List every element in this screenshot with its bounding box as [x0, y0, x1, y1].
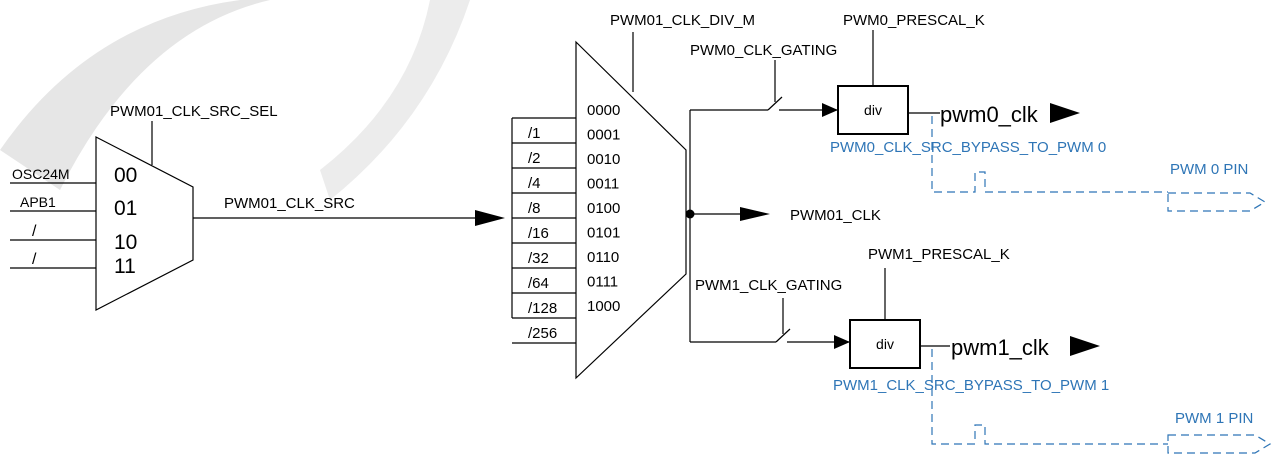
- divider-code: 0100: [587, 200, 620, 217]
- divider-ratio: /1: [528, 125, 541, 142]
- channel0-div-label: div: [864, 102, 882, 118]
- divider-ratio: /8: [528, 200, 541, 217]
- channel1-out-arrow: [1070, 336, 1100, 356]
- divider-code: 0110: [587, 249, 619, 266]
- divider-code: 0001: [587, 127, 620, 144]
- divider-code: 1000: [587, 298, 620, 315]
- channel0-out-label: pwm0_clk: [940, 102, 1039, 127]
- divider-ratio: /32: [528, 250, 549, 267]
- divider-ratio-list: /1/2/4/8/16/32/64/128/256: [512, 117, 576, 344]
- divider-output-label: PWM01_CLK: [790, 207, 881, 224]
- channel0-gate-switch: [767, 96, 783, 111]
- channel0-gating-label: PWM0_CLK_GATING: [690, 42, 837, 59]
- channel1-pin-label: PWM 1 PIN: [1175, 410, 1253, 427]
- source-input-name: OSC24M: [12, 166, 70, 182]
- channel-1: PWM1_CLK_GATING div PWM1_PRESCAL_K pwm1_…: [690, 246, 1272, 454]
- channel1-gate-arrow: [834, 335, 850, 349]
- source-input-name: /: [32, 251, 37, 268]
- channel0-prescal-label: PWM0_PRESCAL_K: [843, 12, 985, 29]
- channel0-div-block: [837, 85, 909, 135]
- divider-code-list: 0000 0001 0010 0011 0100 0101 0110 0111 1000: [587, 102, 620, 315]
- divider-mux-body: [575, 40, 687, 380]
- channel1-prescal-label: PWM1_PRESCAL_K: [868, 246, 1010, 263]
- divider-code: 0000: [587, 102, 620, 119]
- divider-output-arrow: [740, 207, 770, 221]
- divider-ratio: /128: [528, 300, 557, 317]
- channel-0: PWM0_CLK_GATING div PWM0_PRESCAL_K pwm0_…: [690, 12, 1267, 212]
- divider-code: 0111: [587, 274, 618, 291]
- source-output-arrow: [475, 210, 505, 226]
- divider-code: 0101: [587, 225, 620, 242]
- channel0-out-arrow: [1050, 103, 1080, 123]
- divider-code: 0010: [587, 151, 620, 168]
- watermark-shape: [0, 0, 270, 190]
- channel0-pin-shape: [1167, 192, 1267, 212]
- channel0-bypass-path: [931, 116, 1168, 193]
- source-input-code: 00: [114, 164, 137, 187]
- channel1-out-label: pwm1_clk: [951, 335, 1050, 360]
- source-input-code: 11: [114, 255, 136, 278]
- source-output-label: PWM01_CLK_SRC: [224, 195, 355, 212]
- source-input-code: 01: [114, 197, 137, 220]
- divider-ratio: /64: [528, 275, 549, 292]
- channel1-div-label: div: [876, 336, 894, 352]
- divider-ratio: /2: [528, 150, 541, 167]
- source-input-name: APB1: [20, 194, 56, 210]
- divider-ratio: /4: [528, 175, 541, 192]
- channel0-bypass-label: PWM0_CLK_SRC_BYPASS_TO_PWM 0: [830, 139, 1106, 156]
- divider-select-label: PWM01_CLK_DIV_M: [610, 12, 755, 29]
- source-input-name: /: [32, 223, 37, 240]
- channel1-gate-switch: [775, 328, 791, 343]
- divider-ratio: /16: [528, 225, 549, 242]
- source-mux-body: [95, 136, 194, 311]
- source-select-label: PWM01_CLK_SRC_SEL: [110, 103, 278, 120]
- watermark-shape: [320, 0, 470, 200]
- channel1-bypass-path: [931, 349, 1168, 445]
- divider-code: 0011: [587, 176, 619, 193]
- channel0-gate-arrow: [822, 103, 838, 117]
- channel1-gating-label: PWM1_CLK_GATING: [695, 277, 842, 294]
- source-mux: PWM01_CLK_SRC_SEL OSC24M APB1 / / 00 01 …: [10, 103, 505, 311]
- source-input-code: 10: [114, 231, 137, 254]
- channel1-pin-shape: [1167, 434, 1272, 454]
- divider-mux: PWM01_CLK_DIV_M /1/2/4/8/16/32/64/128/25…: [511, 12, 881, 380]
- divider-ratio: /256: [528, 325, 557, 342]
- channel1-bypass-label: PWM1_CLK_SRC_BYPASS_TO_PWM 1: [833, 377, 1109, 394]
- channel0-pin-label: PWM 0 PIN: [1170, 161, 1248, 178]
- channel1-div-block: [849, 319, 921, 369]
